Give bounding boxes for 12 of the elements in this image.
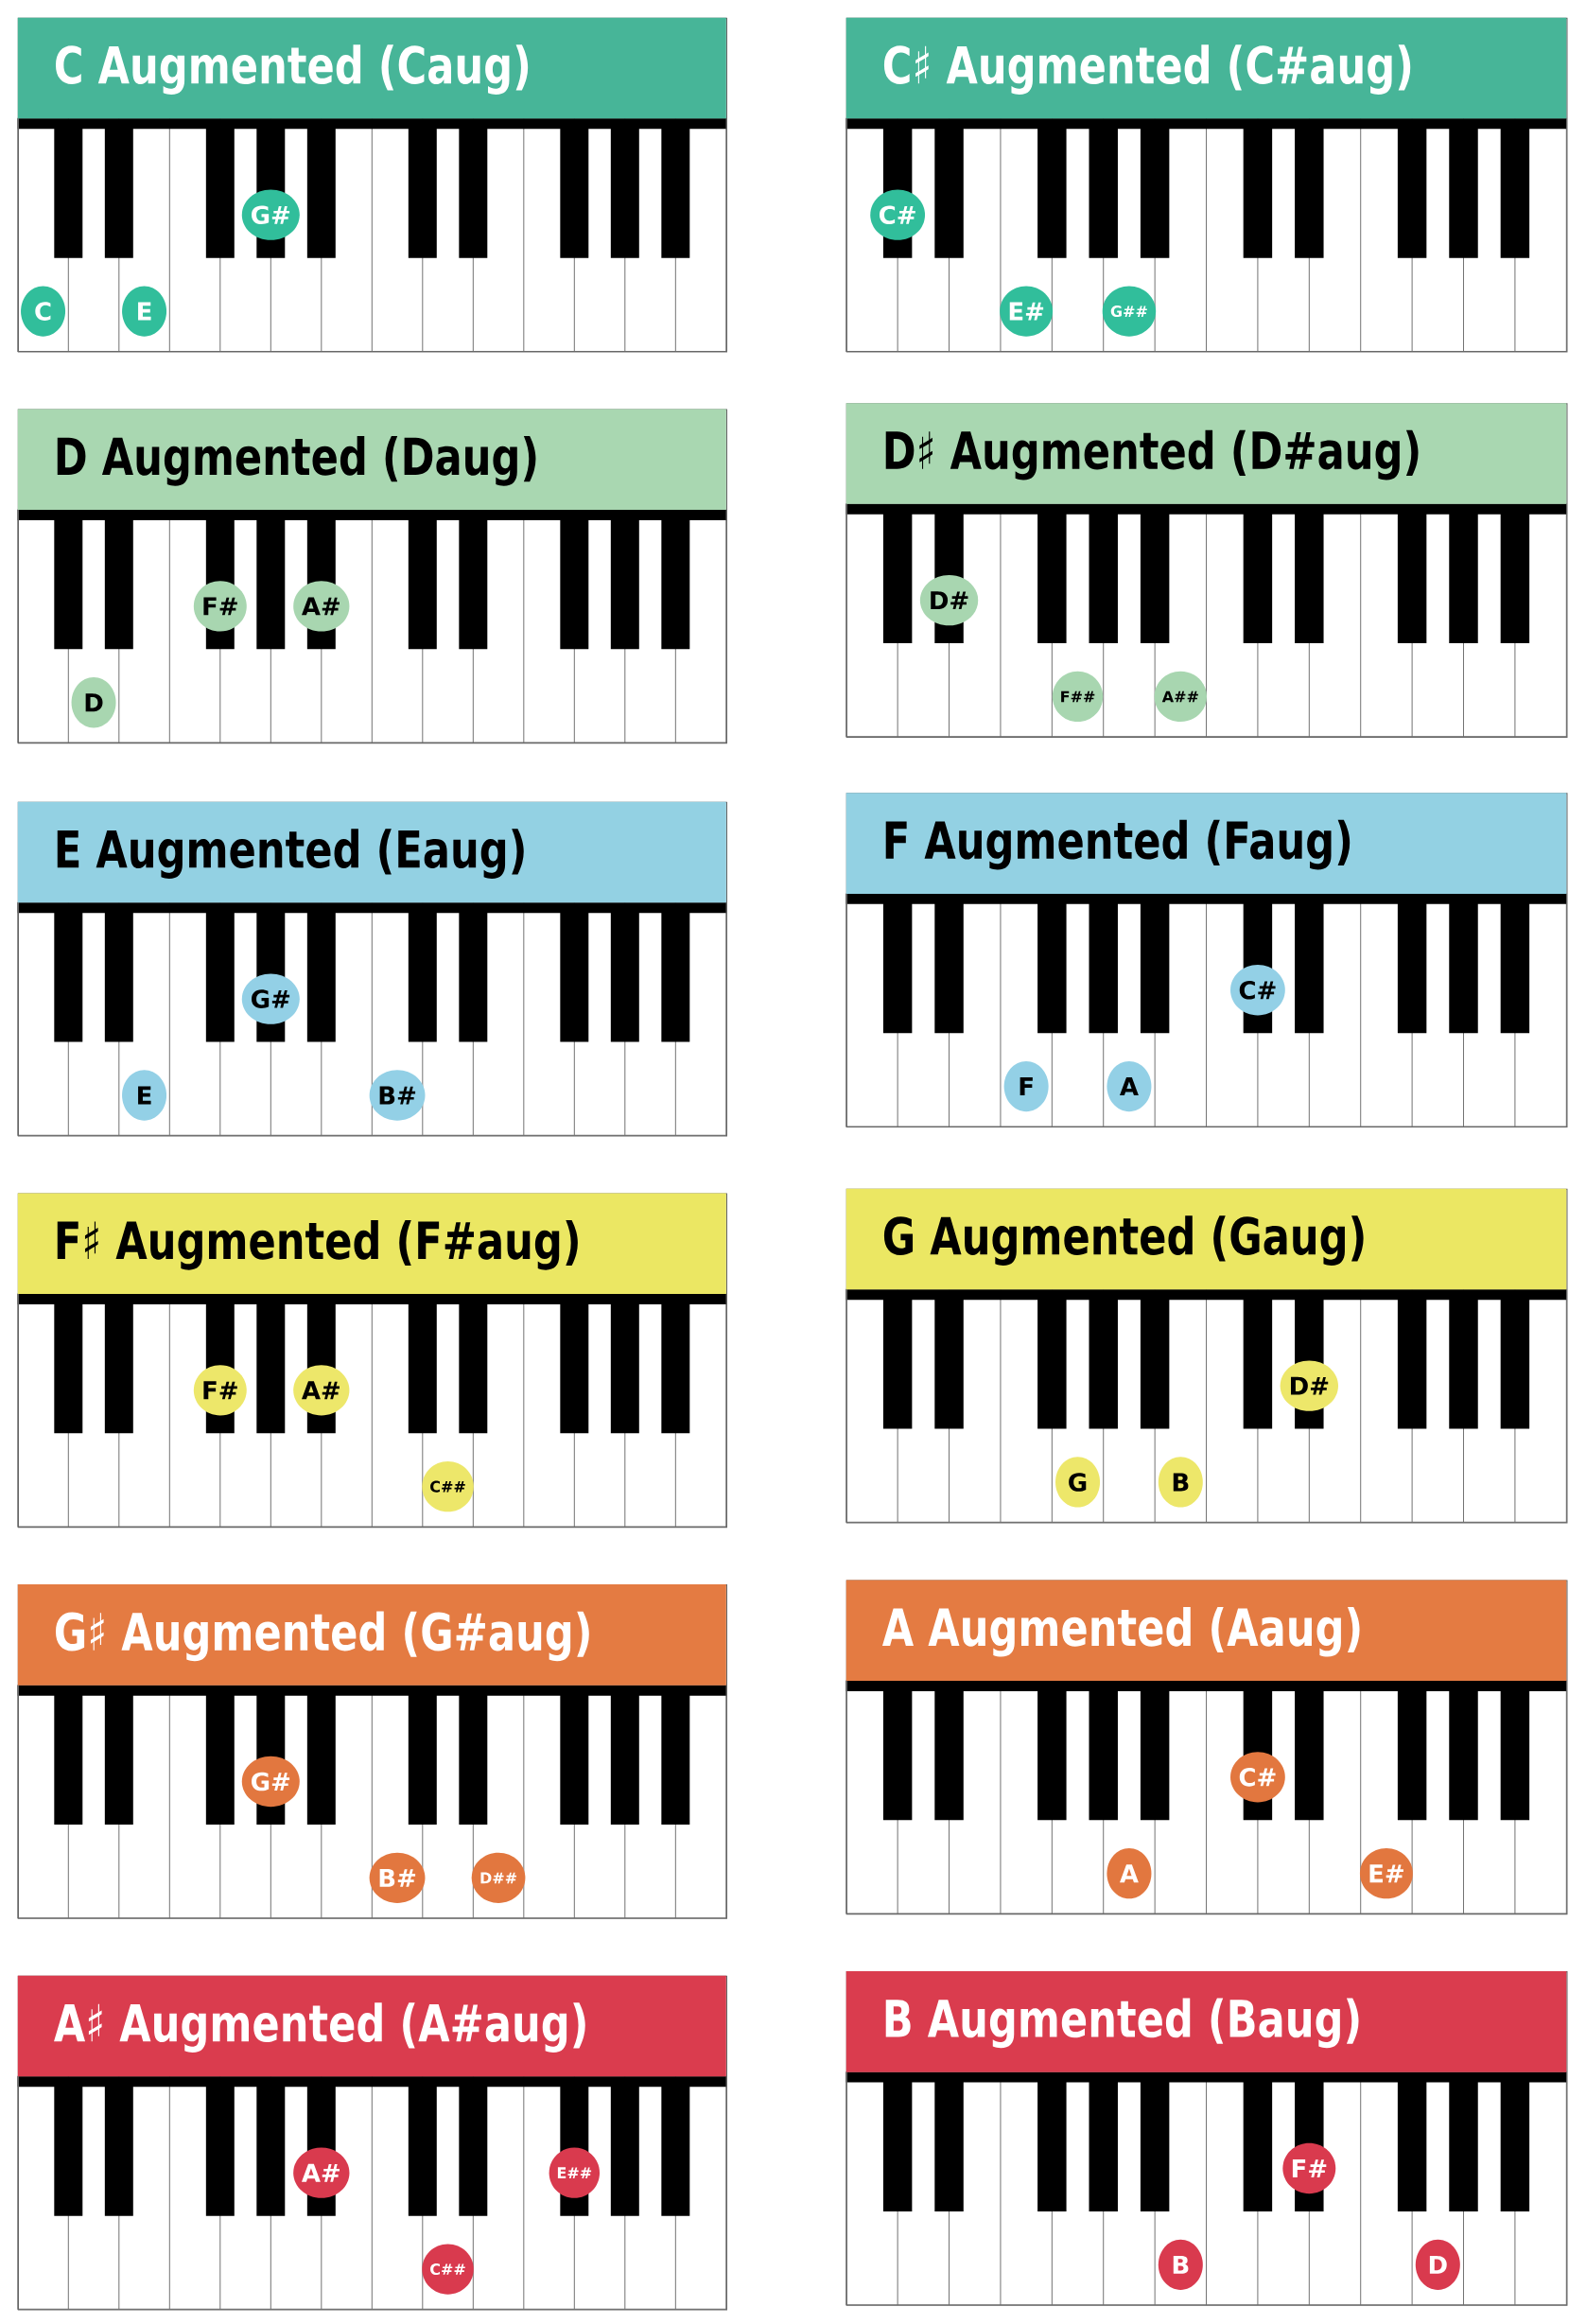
title-band: F Augmented (Faug): [845, 793, 1567, 894]
title-band: E Augmented (Eaug): [18, 801, 726, 903]
title-band: A♯ Augmented (A#aug): [18, 1975, 726, 2077]
title-band: A Augmented (Aaug): [845, 1580, 1567, 1681]
title-band: C Augmented (Caug): [18, 17, 726, 119]
title-band: G Augmented (Gaug): [845, 1188, 1567, 1290]
title-band: F♯ Augmented (F#aug): [18, 1193, 726, 1294]
title-band: G♯ Augmented (G#aug): [18, 1584, 726, 1686]
title-band: D♯ Augmented (D#aug): [845, 403, 1567, 504]
title-band: B Augmented (Baug): [845, 1971, 1567, 2072]
title-band: C♯ Augmented (C#aug): [845, 17, 1567, 119]
title-band: D Augmented (Daug): [18, 409, 726, 511]
